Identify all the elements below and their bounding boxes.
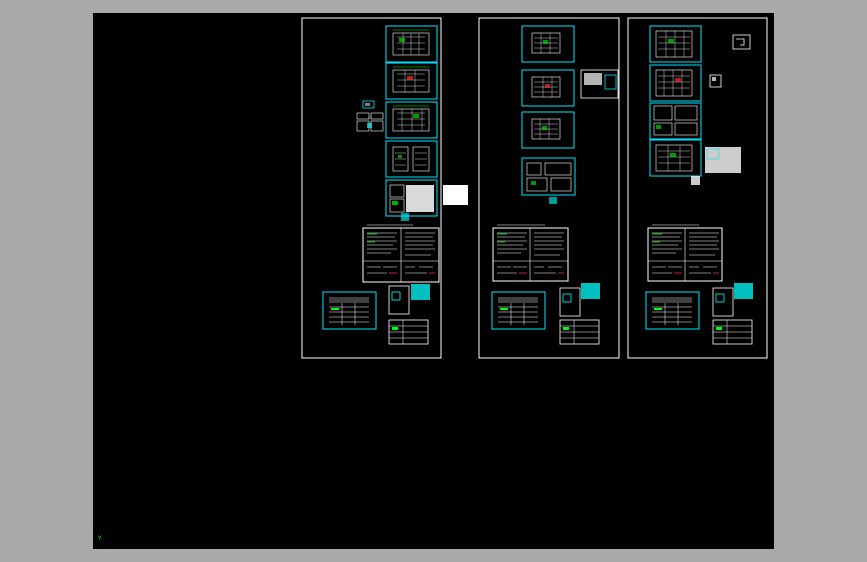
legend-panel[interactable] (322, 291, 377, 330)
floor-plan-2[interactable] (385, 62, 438, 100)
stamp-mark (691, 176, 700, 185)
floor-plan-2[interactable] (521, 69, 575, 107)
drawing-canvas[interactable]: Y (93, 13, 774, 549)
legend-panel[interactable] (645, 291, 700, 330)
sheet-set-1[interactable] (301, 17, 468, 359)
sheet-set-3[interactable] (627, 17, 768, 359)
floor-plan-4[interactable] (649, 139, 702, 177)
symbol-panel[interactable] (559, 283, 600, 345)
floor-plan-2[interactable] (649, 64, 702, 102)
note-box[interactable] (443, 185, 468, 205)
symbol-panel[interactable] (712, 283, 753, 345)
stamp-mark (401, 213, 409, 221)
detail-block-1[interactable] (705, 34, 751, 173)
sheet-set-2[interactable] (478, 17, 620, 359)
symbol-panel[interactable] (388, 284, 430, 345)
floor-plan-1[interactable] (649, 25, 702, 63)
title-table[interactable] (492, 224, 569, 282)
floor-plan-1[interactable] (521, 25, 575, 63)
floor-plan-1[interactable] (385, 25, 438, 63)
sheet-border (627, 17, 768, 359)
floor-plan-4[interactable] (385, 140, 438, 178)
floor-plan-3[interactable] (385, 101, 438, 139)
legend-panel[interactable] (491, 291, 546, 330)
floor-plan-4[interactable] (521, 157, 576, 196)
ucs-icon: Y (98, 535, 102, 542)
floor-plan-5[interactable] (385, 179, 438, 217)
detail-block-1[interactable] (356, 100, 384, 132)
floor-plan-3[interactable] (521, 111, 575, 149)
stamp-mark (549, 197, 557, 204)
title-table[interactable] (362, 224, 440, 283)
sheet-border (301, 17, 442, 359)
floor-plan-3[interactable] (649, 102, 702, 140)
title-table[interactable] (647, 224, 723, 282)
sheet-border (478, 17, 620, 359)
detail-block-1[interactable] (580, 69, 619, 99)
